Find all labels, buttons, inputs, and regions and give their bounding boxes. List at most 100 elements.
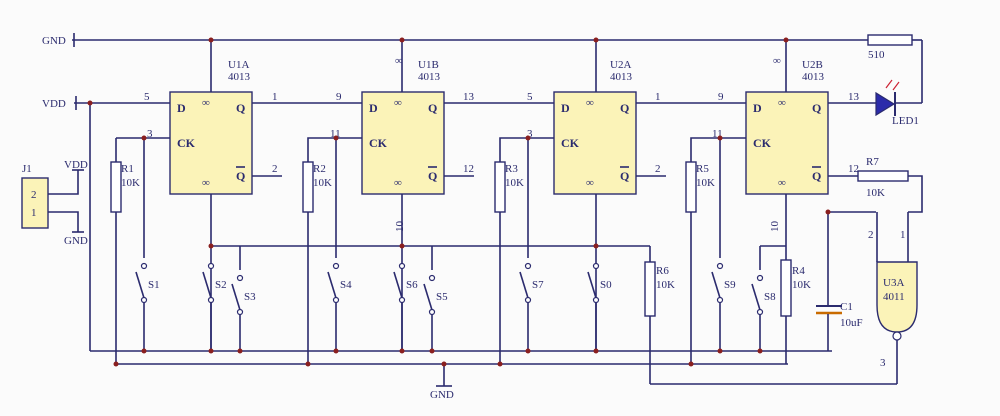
svg-text:R2: R2 <box>313 163 326 175</box>
svg-text:∞: ∞ <box>395 55 403 67</box>
svg-text:R1: R1 <box>121 163 134 175</box>
flipflop-u2b: D CK Q Q ∞ ∞ U2B 4013 9 11 13 12 ∞ 10 <box>712 40 860 260</box>
svg-text:Q: Q <box>236 169 245 183</box>
resistor-r3 <box>494 161 506 213</box>
flipflop-u1a: D CK Q Q ∞ ∞ U1A 4013 5 3 1 2 <box>144 40 282 351</box>
svg-text:Q: Q <box>236 101 245 115</box>
resistor-510-label: 510 <box>868 49 885 61</box>
svg-text:5: 5 <box>527 91 533 103</box>
svg-text:S1: S1 <box>148 279 160 291</box>
junctions <box>87 37 831 367</box>
svg-text:10K: 10K <box>313 177 332 189</box>
svg-text:S6: S6 <box>406 279 418 291</box>
resistor-r5 <box>685 161 697 213</box>
svg-text:12: 12 <box>463 163 474 175</box>
flipflop-u2a: D CK Q Q ∞ ∞ U2A 4013 5 3 1 2 <box>527 40 666 351</box>
switch-s7: S7 <box>519 262 544 351</box>
c1-ref: C1 <box>840 301 853 313</box>
svg-text:∞: ∞ <box>394 177 402 189</box>
svg-text:∞: ∞ <box>778 97 786 109</box>
switch-s5: S5 <box>423 274 448 351</box>
svg-text:Q: Q <box>812 169 821 183</box>
flipflop-u1b: D CK Q Q ∞ ∞ U1B 4013 9 11 13 12 ∞ 10 <box>330 40 475 351</box>
switch-s8: S8 <box>751 274 776 351</box>
svg-text:1: 1 <box>272 91 278 103</box>
svg-text:2: 2 <box>868 229 874 241</box>
svg-text:S7: S7 <box>532 279 544 291</box>
svg-text:2: 2 <box>272 163 278 175</box>
svg-text:10K: 10K <box>121 177 140 189</box>
svg-text:R7: R7 <box>866 156 879 168</box>
resistor-510 <box>867 34 913 46</box>
svg-text:CK: CK <box>561 136 580 150</box>
u1b-part: 4013 <box>418 71 441 83</box>
resistor-r6 <box>644 261 656 317</box>
svg-text:2: 2 <box>655 163 661 175</box>
gnd-bottom-label: GND <box>430 389 454 401</box>
svg-text:11: 11 <box>712 128 723 140</box>
svg-text:∞: ∞ <box>586 97 594 109</box>
u2b-ref: U2B <box>802 59 823 71</box>
svg-text:Q: Q <box>428 169 437 183</box>
led1-label: LED1 <box>892 115 919 127</box>
j1-gnd-label: GND <box>64 235 88 247</box>
svg-text:Q: Q <box>812 101 821 115</box>
svg-text:1: 1 <box>900 229 906 241</box>
u1a-ref: U1A <box>228 59 249 71</box>
svg-text:CK: CK <box>177 136 196 150</box>
svg-text:10: 10 <box>394 221 406 233</box>
j1-vdd-label: VDD <box>64 159 88 171</box>
svg-text:3: 3 <box>527 128 533 140</box>
switch-s3: S3 <box>231 274 256 351</box>
resistor-r4 <box>780 259 792 317</box>
u1a-part: 4013 <box>228 71 251 83</box>
c1-value: 10uF <box>840 317 863 329</box>
svg-text:S9: S9 <box>724 279 736 291</box>
gnd-top-label: GND <box>42 35 66 47</box>
svg-text:S2: S2 <box>215 279 227 291</box>
svg-text:CK: CK <box>753 136 772 150</box>
svg-text:10K: 10K <box>866 187 885 199</box>
nand-gate-u3a: U3A 4011 2 1 3 <box>650 212 918 385</box>
led1: LED1 <box>875 79 922 127</box>
switch-s0: S0 <box>587 262 612 351</box>
svg-text:D: D <box>369 101 378 115</box>
svg-text:D: D <box>561 101 570 115</box>
svg-text:3: 3 <box>880 357 886 369</box>
svg-text:5: 5 <box>144 91 150 103</box>
j1-ref: J1 <box>22 163 32 175</box>
svg-text:S5: S5 <box>436 291 448 303</box>
svg-text:∞: ∞ <box>586 177 594 189</box>
svg-text:∞: ∞ <box>394 97 402 109</box>
svg-text:10: 10 <box>769 221 781 233</box>
u2b-part: 4013 <box>802 71 825 83</box>
svg-text:S3: S3 <box>244 291 256 303</box>
svg-text:9: 9 <box>718 91 724 103</box>
svg-text:D: D <box>753 101 762 115</box>
switch-s9: S9 <box>711 262 736 351</box>
svg-text:U3A: U3A <box>883 277 904 289</box>
vdd-left-label: VDD <box>42 98 66 110</box>
svg-text:S8: S8 <box>764 291 776 303</box>
svg-text:Q: Q <box>620 169 629 183</box>
svg-text:3: 3 <box>147 128 153 140</box>
u1b-ref: U1B <box>418 59 439 71</box>
svg-text:12: 12 <box>848 163 859 175</box>
svg-text:∞: ∞ <box>778 177 786 189</box>
u2a-ref: U2A <box>610 59 631 71</box>
svg-text:∞: ∞ <box>773 55 781 67</box>
resistor-r1 <box>110 161 122 213</box>
svg-text:S4: S4 <box>340 279 352 291</box>
svg-text:D: D <box>177 101 186 115</box>
svg-text:2: 2 <box>31 189 37 201</box>
svg-text:R6: R6 <box>656 265 669 277</box>
svg-text:∞: ∞ <box>202 177 210 189</box>
switch-s4: S4 <box>327 262 352 351</box>
svg-text:10K: 10K <box>656 279 675 291</box>
svg-text:10K: 10K <box>696 177 715 189</box>
svg-text:Q: Q <box>428 101 437 115</box>
svg-text:9: 9 <box>336 91 342 103</box>
